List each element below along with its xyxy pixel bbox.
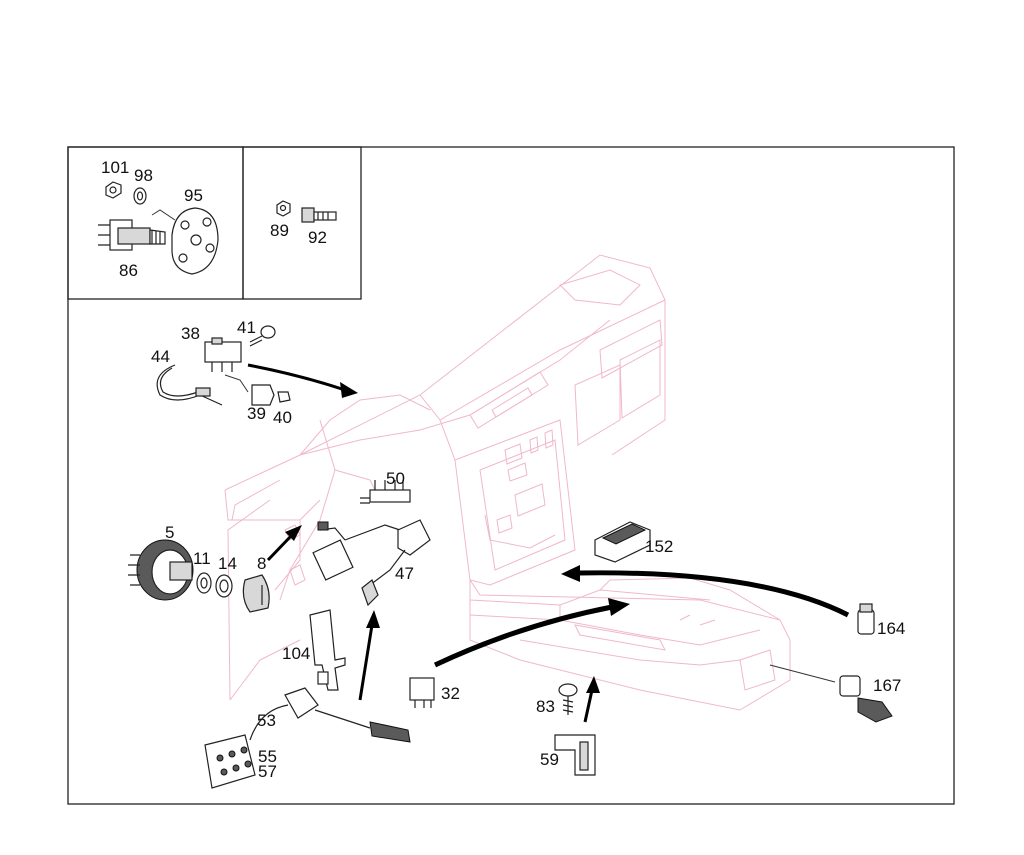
label-55: 55 xyxy=(258,747,277,766)
part-53-wiper-switch xyxy=(249,687,411,743)
label-86: 86 xyxy=(119,261,138,280)
label-167: 167 xyxy=(873,676,901,695)
label-152: 152 xyxy=(645,537,673,556)
part-167-switch xyxy=(769,664,893,723)
label-47: 47 xyxy=(395,564,414,583)
label-5: 5 xyxy=(165,523,174,542)
part-40-clip xyxy=(277,391,291,403)
main-frame xyxy=(67,146,955,805)
label-164: 164 xyxy=(877,619,905,638)
label-98: 98 xyxy=(134,166,153,185)
label-50: 50 xyxy=(386,469,405,488)
part-labels: 101 98 95 86 89 92 38 41 44 39 40 50 5 1… xyxy=(101,158,905,781)
part-50-connector xyxy=(360,480,411,504)
label-11: 11 xyxy=(193,549,211,568)
label-57: 57 xyxy=(258,762,277,781)
label-8: 8 xyxy=(257,554,266,573)
part-8-knob xyxy=(242,574,270,613)
part-92-bulb-holder xyxy=(301,207,337,223)
part-89-nut xyxy=(276,200,291,217)
label-83: 83 xyxy=(536,697,555,716)
part-32-relay xyxy=(409,677,435,708)
part-95-plate xyxy=(171,207,219,275)
arrows xyxy=(247,363,850,723)
part-59-bracket xyxy=(554,734,596,776)
part-44-cable-tie xyxy=(156,364,223,406)
part-38-switch xyxy=(204,337,242,372)
label-39: 39 xyxy=(247,404,266,423)
label-44: 44 xyxy=(151,347,170,366)
part-98-washer xyxy=(133,187,147,205)
part-83-screw xyxy=(558,683,578,715)
part-104-bracket xyxy=(309,609,346,691)
part-164-bulb-socket xyxy=(857,603,875,635)
label-104: 104 xyxy=(282,644,310,663)
inset-box-left xyxy=(67,146,244,300)
part-86-switch xyxy=(98,219,166,251)
part-39-connector xyxy=(251,384,275,406)
label-14: 14 xyxy=(218,554,237,573)
label-89: 89 xyxy=(270,221,289,240)
label-59: 59 xyxy=(540,750,559,769)
label-95: 95 xyxy=(184,186,203,205)
label-38: 38 xyxy=(181,324,200,343)
dashboard-outline xyxy=(224,254,791,711)
label-101: 101 xyxy=(101,158,129,177)
label-32: 32 xyxy=(441,684,460,703)
label-41: 41 xyxy=(237,318,256,337)
label-40: 40 xyxy=(273,408,292,427)
label-53: 53 xyxy=(257,711,276,730)
inset-box-right xyxy=(242,146,362,300)
part-41-screw xyxy=(249,325,276,347)
part-101-nut xyxy=(105,181,122,199)
part-152-switch-block xyxy=(594,521,651,563)
part-14-nut xyxy=(215,574,233,598)
part-5-light-switch xyxy=(128,539,194,601)
part-47-combination-switch xyxy=(312,519,431,607)
part-11-washer xyxy=(196,572,212,594)
label-92: 92 xyxy=(308,228,327,247)
part-55-57-connector xyxy=(204,734,256,789)
